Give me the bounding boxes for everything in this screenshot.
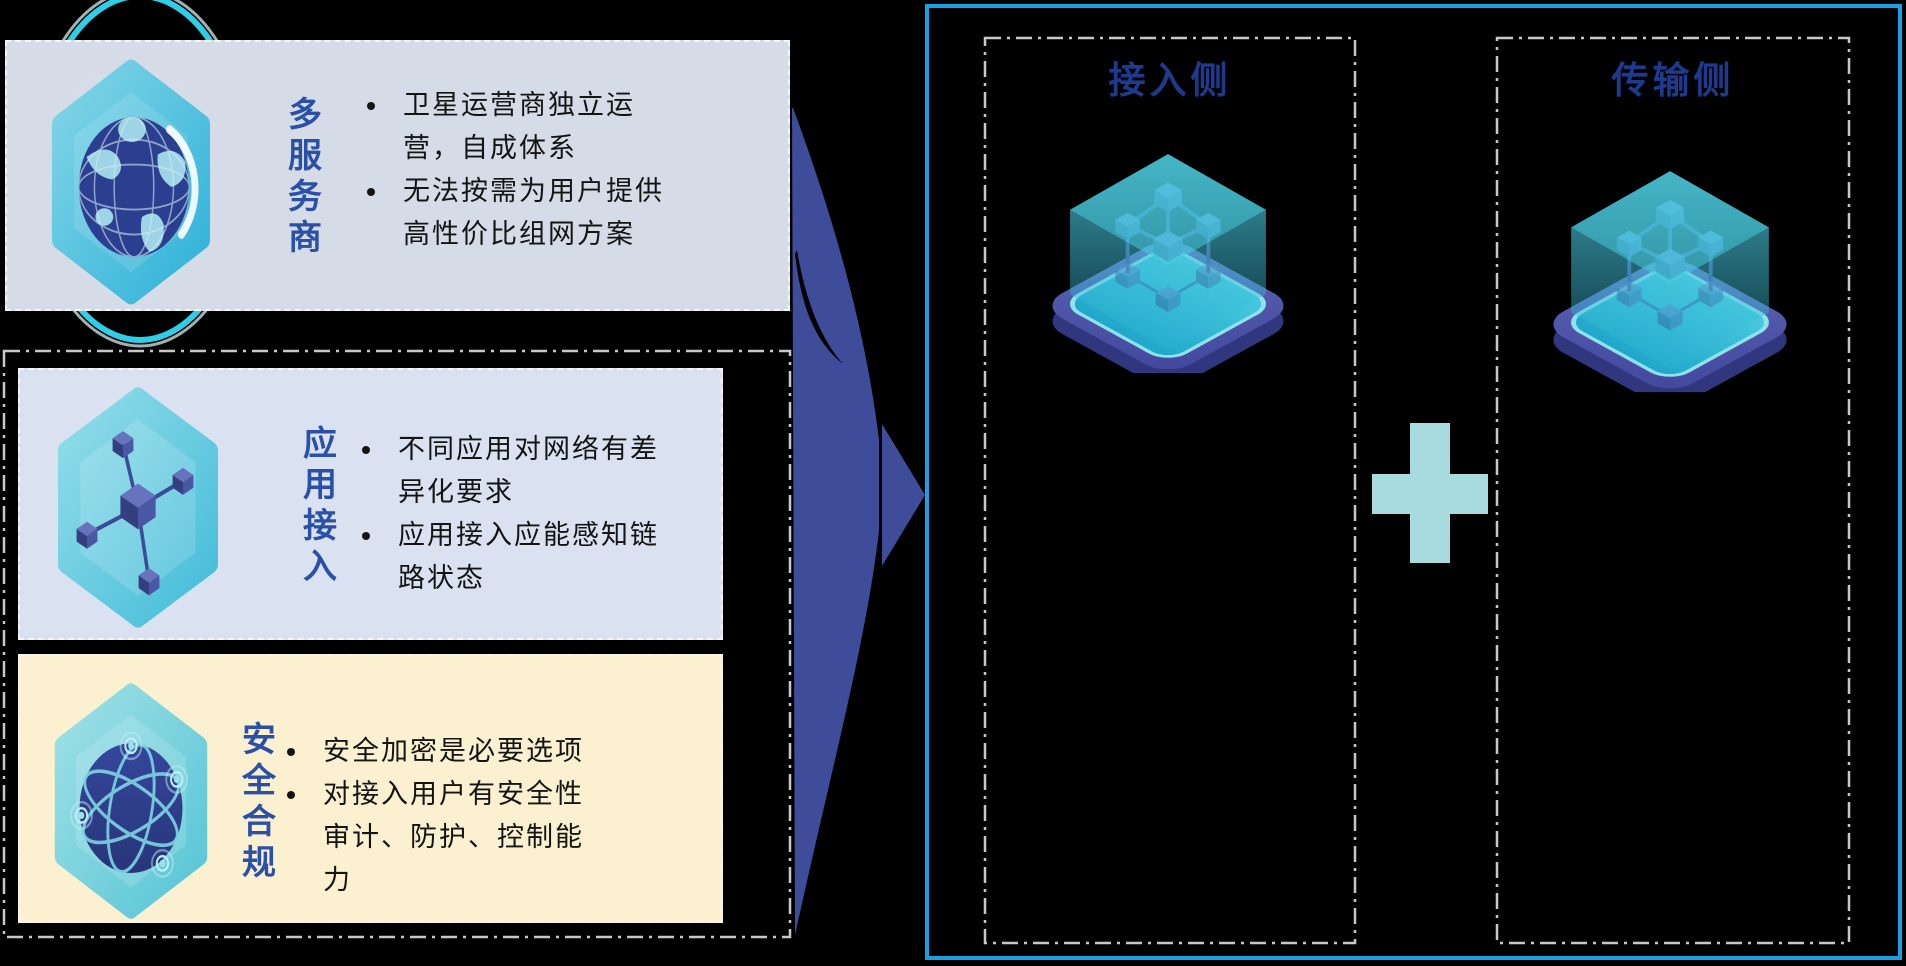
label-char: 商 <box>288 219 322 257</box>
globe-hexagon-icon <box>47 59 215 305</box>
isometric-platform-icon <box>1544 146 1796 396</box>
label-char: 规 <box>242 844 276 882</box>
access-side-title: 接入侧 <box>1108 60 1232 101</box>
label-char: 多 <box>288 96 322 134</box>
app-access-box: 应 用 接 入 不同应用对网络有差异化要求 应用接入应能感知链路状态 <box>18 368 723 640</box>
security-compliance-bullets: 安全加密是必要选项 对接入用户有安全性审计、防护、控制能力 <box>275 730 591 902</box>
label-char: 全 <box>242 762 276 800</box>
multi-operator-label: 多 服 务 商 <box>288 95 322 259</box>
cube-network-hexagon-icon <box>54 387 222 628</box>
access-side-dashdot-frame <box>983 36 1357 945</box>
plus-icon-horizontal-bar <box>1372 474 1488 514</box>
label-char: 接 <box>303 507 337 545</box>
bullet-item: 对接入用户有安全性审计、防护、控制能力 <box>275 773 591 902</box>
label-char: 安 <box>242 721 276 759</box>
multi-operator-box: 多 服 务 商 卫星运营商独立运营，自成体系 无法按需为用户提供高性价比组网方案 <box>5 40 790 311</box>
isometric-platform-icon <box>1040 133 1296 373</box>
app-access-label: 应 用 接 入 <box>303 424 337 588</box>
label-char: 服 <box>288 137 322 175</box>
bullet-item: 应用接入应能感知链路状态 <box>350 514 666 600</box>
label-char: 合 <box>242 803 276 841</box>
security-compliance-box: 安 全 合 规 安全加密是必要选项 对接入用户有安全性审计、防护、控制能力 <box>18 654 723 923</box>
left-group-dashdot-frame <box>2 349 792 939</box>
label-char: 入 <box>303 548 337 586</box>
security-compliance-label: 安 全 合 规 <box>242 720 276 884</box>
label-char: 务 <box>288 178 322 216</box>
bullet-item: 不同应用对网络有差异化要求 <box>350 428 666 514</box>
app-access-bullets: 不同应用对网络有差异化要求 应用接入应能感知链路状态 <box>350 428 666 600</box>
bullet-item: 安全加密是必要选项 <box>275 730 591 773</box>
solution-panel <box>925 4 1902 960</box>
label-char: 应 <box>303 425 337 463</box>
bullet-item: 卫星运营商独立运营，自成体系 <box>355 84 671 170</box>
security-globe-hexagon-icon <box>50 683 212 919</box>
transport-side-dashdot-frame <box>1495 36 1851 945</box>
label-char: 用 <box>303 466 337 504</box>
multi-operator-bullets: 卫星运营商独立运营，自成体系 无法按需为用户提供高性价比组网方案 <box>355 84 671 256</box>
bullet-item: 无法按需为用户提供高性价比组网方案 <box>355 170 671 256</box>
transport-side-title: 传输侧 <box>1611 60 1735 101</box>
